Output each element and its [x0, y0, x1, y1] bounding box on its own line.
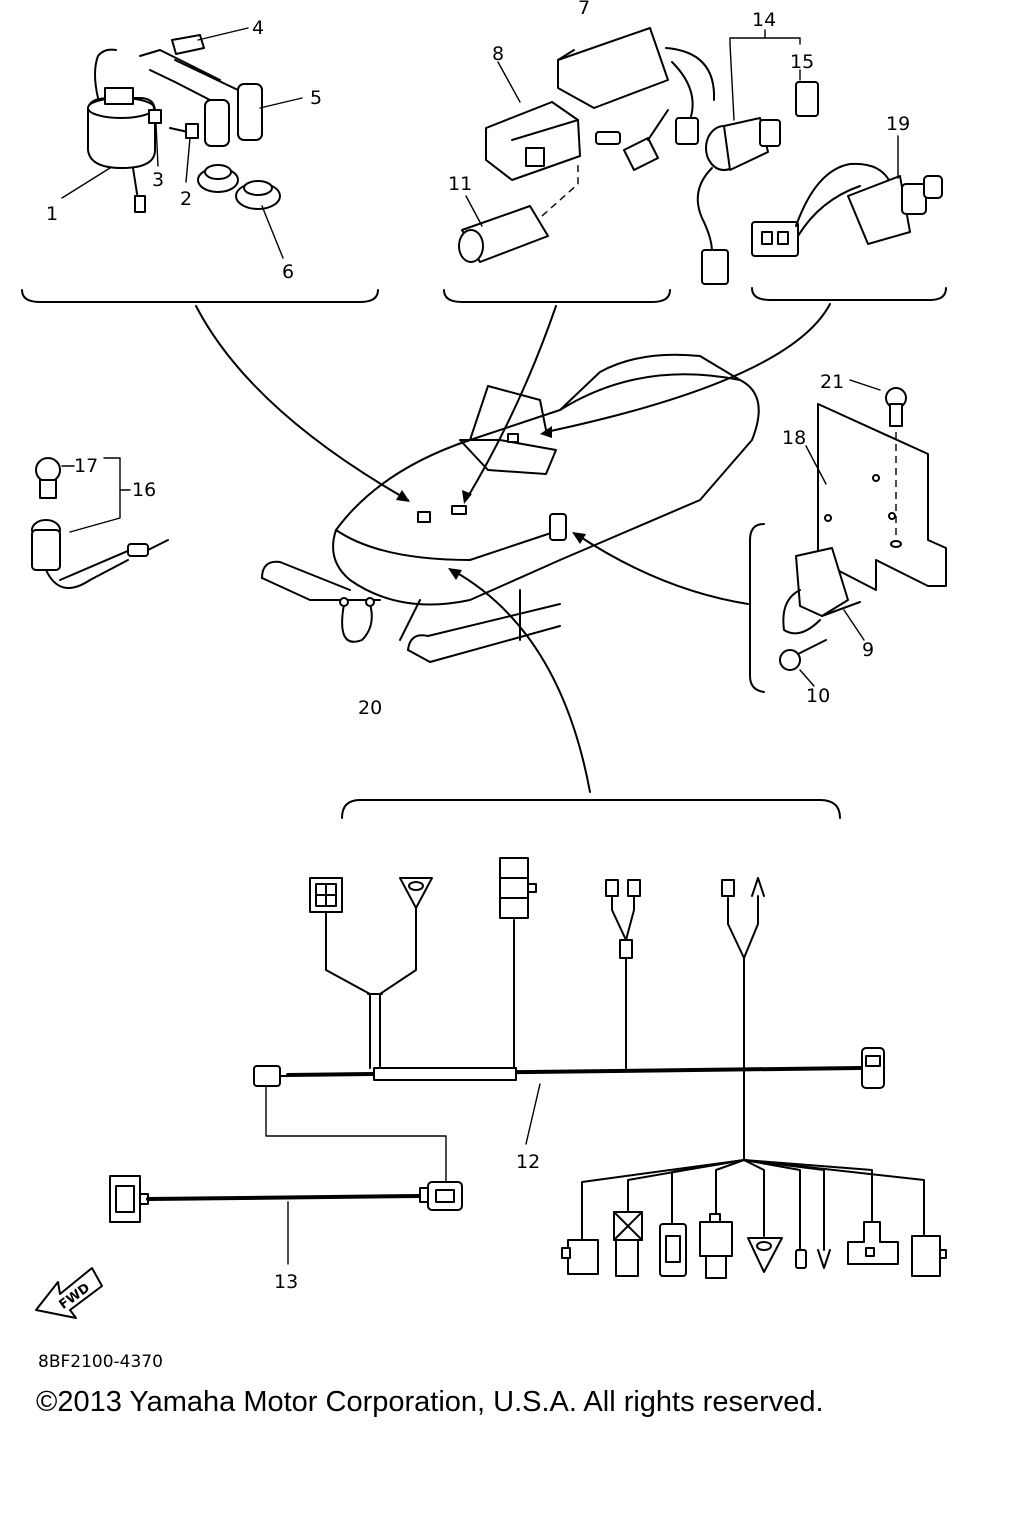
- callout-3: 3: [152, 169, 164, 191]
- callout-17: 17: [74, 455, 98, 477]
- callout-9: 9: [862, 639, 874, 661]
- callout-4: 4: [252, 17, 264, 39]
- regulator-group: 21 18 9 10: [749, 371, 947, 707]
- callout-5: 5: [310, 87, 322, 109]
- lamp-group: 17 16: [31, 455, 169, 589]
- snowmobile-outline: 20: [261, 353, 760, 719]
- callout-14: 14: [752, 9, 776, 31]
- callout-6: 6: [282, 261, 294, 283]
- callout-20: 20: [358, 697, 382, 719]
- wire-harness-group: 12: [253, 799, 947, 1279]
- callout-8: 8: [492, 43, 504, 65]
- callout-13: 13: [274, 1271, 298, 1293]
- callout-16: 16: [132, 479, 156, 501]
- callout-18: 18: [782, 427, 806, 449]
- callout-2: 2: [180, 188, 192, 210]
- group-leader-lines: [195, 303, 831, 793]
- cdi-unit-group: 7 8 11: [443, 0, 716, 303]
- callout-21: 21: [820, 371, 844, 393]
- stop-switch-group: 19: [751, 113, 947, 301]
- callout-19: 19: [886, 113, 910, 135]
- sub-harness-group: 13: [109, 1085, 463, 1293]
- callout-11: 11: [448, 173, 472, 195]
- callout-12: 12: [516, 1151, 540, 1173]
- callout-15: 15: [790, 51, 814, 73]
- fwd-arrow-icon: FWD: [35, 1267, 103, 1319]
- main-switch-group: 14 15: [696, 9, 819, 285]
- diagram-part-code: 8BF2100-4370: [38, 1352, 163, 1372]
- ignition-coil-group: 1 2 3 4 5 6: [21, 17, 379, 303]
- callout-1: 1: [46, 203, 58, 225]
- callout-7: 7: [578, 0, 590, 19]
- callout-10: 10: [806, 685, 830, 707]
- copyright-notice: ©2013 Yamaha Motor Corporation, U.S.A. A…: [36, 1386, 824, 1418]
